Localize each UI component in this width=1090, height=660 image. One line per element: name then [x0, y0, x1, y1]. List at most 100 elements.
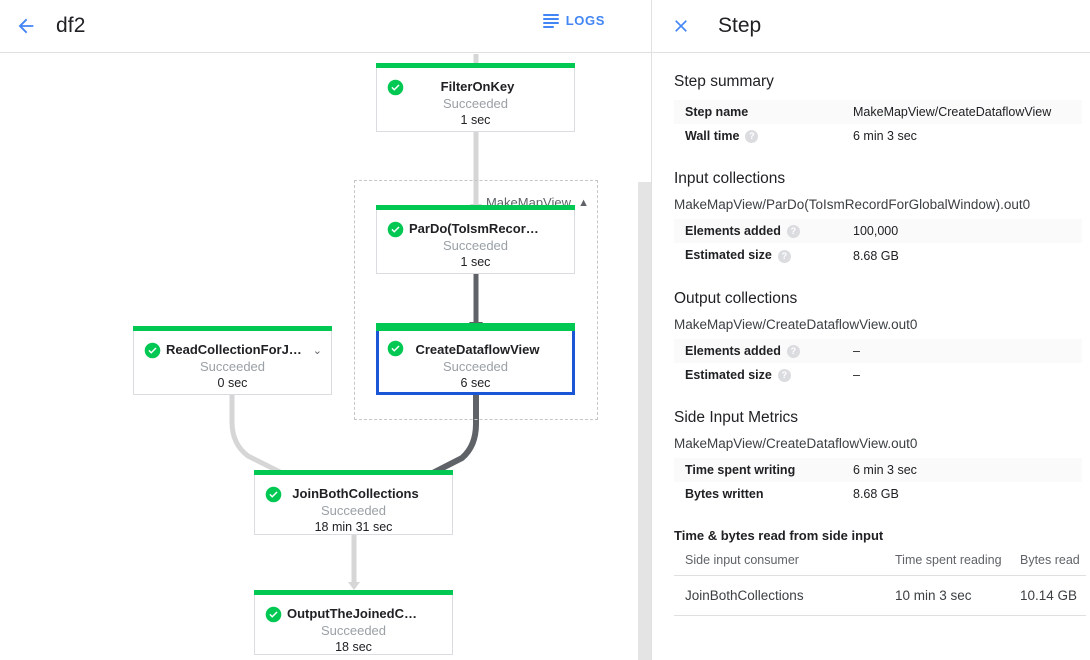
node-time: 1 sec [460, 255, 491, 269]
row-value: 6 min 3 sec [853, 129, 917, 144]
help-icon[interactable]: ? [777, 249, 791, 263]
row-key: Estimated size? [674, 243, 842, 267]
node-status-bar [376, 63, 575, 68]
panel-header: Step [652, 0, 1090, 53]
column-header-time-spent-reading: Time spent reading [884, 547, 1009, 577]
top-app-bar: df2 LOGS [0, 0, 651, 53]
step-details-panel: Step Step summary Step name MakeMapView/… [652, 0, 1090, 660]
graph-scrollbar-thumb[interactable] [638, 182, 651, 660]
row-key-label: Step name [685, 105, 749, 119]
node-time: 18 sec [335, 640, 372, 654]
row-value: – [853, 367, 860, 382]
success-check-icon [265, 606, 282, 623]
chevron-down-icon[interactable]: ⌄ [312, 345, 322, 357]
row-value: 8.68 GB [853, 487, 899, 502]
graph-node-join-both-collections[interactable]: JoinBothCollections Succeeded 18 min 31 … [254, 470, 453, 535]
node-title: ReadCollectionForJoin [166, 342, 309, 357]
node-status: Succeeded [320, 503, 387, 518]
node-time: 6 sec [460, 376, 491, 390]
table-row: Elements added? – [674, 338, 1082, 363]
graph-scrollbar[interactable] [638, 54, 651, 660]
graph-node-output-the-joined-collec[interactable]: OutputTheJoinedCollec… Succeeded 18 sec [254, 590, 453, 655]
row-key-label: Wall time [685, 129, 740, 143]
graph-pane: df2 LOGS [0, 0, 652, 660]
row-key-label: Estimated size [685, 367, 772, 382]
table-row: Time spent writing 6 min 3 sec [674, 458, 1082, 483]
side-input-collection-name: MakeMapView/CreateDataflowView.out0 [674, 436, 918, 452]
side-input-consumers-table: Side input consumer Time spent reading B… [674, 547, 1086, 617]
help-icon[interactable]: ? [777, 369, 791, 383]
input-collection-name: MakeMapView/ParDo(ToIsmRecordForGlobalWi… [674, 197, 1031, 213]
node-title: JoinBothCollections [292, 486, 419, 501]
table-row: Step name MakeMapView/CreateDataflowView [674, 100, 1082, 124]
row-key-label: Elements added [685, 224, 781, 239]
section-heading-step-summary: Step summary [674, 73, 774, 90]
node-time: 1 sec [460, 113, 491, 127]
help-icon[interactable]: ? [786, 225, 800, 239]
node-time: 18 min 31 sec [314, 520, 393, 534]
node-status: Succeeded [442, 359, 509, 374]
close-icon[interactable] [664, 9, 698, 43]
chevron-up-icon[interactable]: ▲ [578, 197, 589, 209]
node-status: Succeeded [199, 359, 266, 374]
row-key: Elements added? [674, 339, 842, 363]
row-key: Wall time? [674, 124, 842, 148]
panel-body: Step summary Step name MakeMapView/Creat… [652, 53, 1090, 660]
node-status-bar [376, 205, 575, 210]
logs-icon [542, 14, 559, 28]
node-time: 0 sec [217, 376, 248, 390]
section-heading-input-collections: Input collections [674, 170, 786, 188]
help-icon[interactable]: ? [786, 344, 800, 358]
cell-bytes-read: 10.14 GB [1009, 575, 1086, 617]
row-value: MakeMapView/CreateDataflowView [853, 105, 1052, 119]
graph-node-pardo-toismrecordfor[interactable]: ParDo(ToIsmRecordFor… Succeeded 1 sec [376, 205, 575, 274]
column-header-side-input-consumer: Side input consumer [674, 547, 884, 577]
row-key: Bytes written [685, 487, 764, 502]
table-row: Estimated size? – [674, 363, 1082, 387]
panel-title: Step [718, 14, 762, 37]
success-check-icon [387, 340, 404, 357]
cell-time-spent-reading: 10 min 3 sec [884, 575, 1009, 617]
row-value: – [853, 343, 860, 358]
node-status: Succeeded [442, 238, 509, 253]
table-row: JoinBothCollections 10 min 3 sec 10.14 G… [674, 575, 1086, 617]
column-header-bytes-read: Bytes read [1009, 547, 1086, 577]
graph-node-read-collection-for-join[interactable]: ReadCollectionForJoin Succeeded 0 sec ⌄ [133, 326, 332, 395]
side-input-metrics-table: Time spent writing 6 min 3 sec Bytes wri… [674, 458, 1082, 506]
graph-node-filter-on-key[interactable]: FilterOnKey Succeeded 1 sec [376, 63, 575, 132]
node-status: Succeeded [442, 96, 509, 111]
graph-node-create-dataflow-view[interactable]: CreateDataflowView Succeeded 6 sec [376, 323, 575, 395]
arrow-left-icon[interactable] [8, 8, 44, 44]
row-key-label: Estimated size [685, 248, 772, 263]
row-key: Step name [674, 100, 842, 124]
row-key: Time spent writing [685, 463, 796, 478]
row-value: 8.68 GB [853, 248, 899, 263]
job-graph-canvas[interactable]: MakeMapView ▲ FilterOnKey Succeeded 1 se… [0, 54, 640, 660]
page-title: df2 [56, 14, 86, 37]
success-check-icon [387, 221, 404, 238]
row-key-label: Elements added [685, 343, 781, 358]
node-title: ParDo(ToIsmRecordFor… [409, 221, 568, 236]
cell-consumer: JoinBothCollections [674, 575, 884, 617]
table-row: Bytes written 8.68 GB [674, 482, 1082, 506]
node-status: Succeeded [320, 623, 387, 638]
sub-heading-time-bytes-read: Time & bytes read from side input [674, 528, 884, 544]
node-status-bar [254, 590, 453, 595]
table-row: Estimated size? 8.68 GB [674, 243, 1082, 267]
success-check-icon [144, 342, 161, 359]
section-heading-side-input-metrics: Side Input Metrics [674, 409, 799, 427]
row-value: 100,000 [853, 224, 899, 239]
table-row: Elements added? 100,000 [674, 219, 1082, 244]
help-icon[interactable]: ? [745, 130, 759, 144]
step-summary-table: Step name MakeMapView/CreateDataflowView… [674, 100, 1082, 148]
section-heading-output-collections: Output collections [674, 289, 798, 307]
node-title: OutputTheJoinedCollec… [287, 606, 447, 621]
node-title: FilterOnKey [440, 79, 515, 94]
row-value: 6 min 3 sec [853, 463, 917, 478]
node-status-bar [133, 326, 332, 331]
node-status-bar [254, 470, 453, 475]
logs-button[interactable]: LOGS [542, 13, 605, 28]
node-title: CreateDataflowView [415, 342, 540, 357]
table-row: Wall time? 6 min 3 sec [674, 124, 1082, 148]
